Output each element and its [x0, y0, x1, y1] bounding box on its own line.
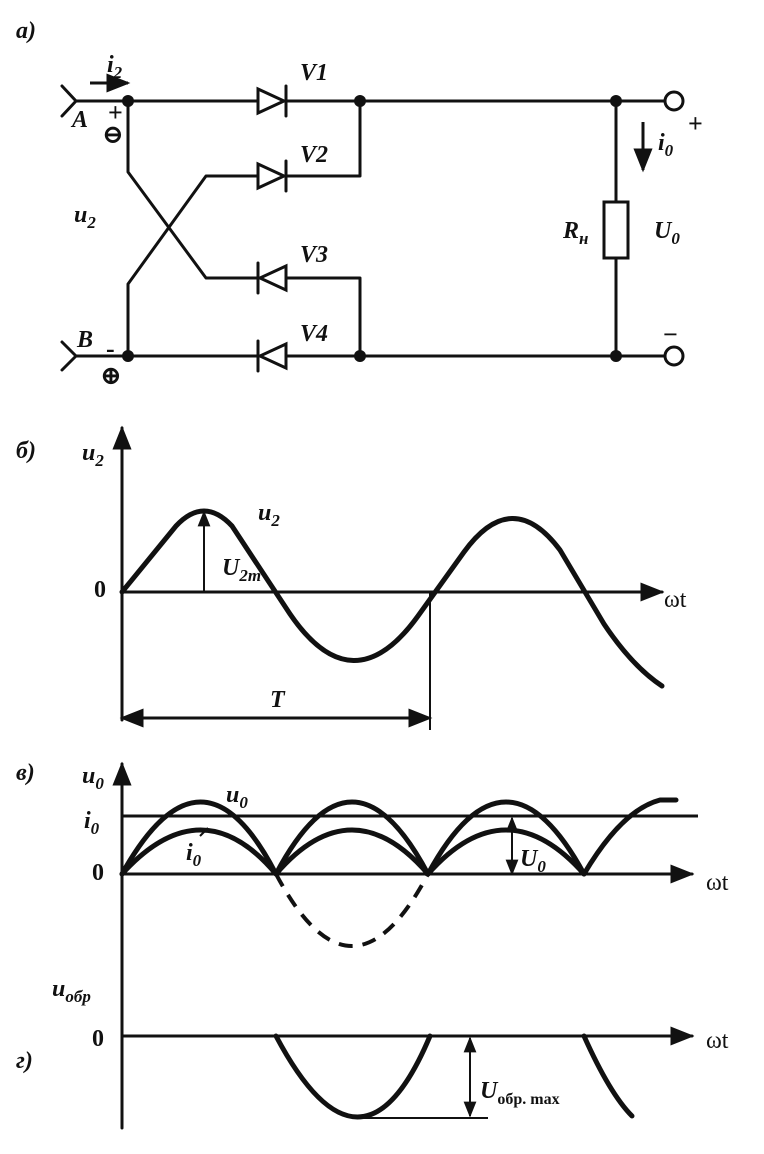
axis-label-wt-c: ωt [706, 870, 729, 896]
label-node-a-plus: + [108, 98, 123, 127]
wire-cross-b-to-v2 [126, 174, 260, 358]
part-label-b: б) [16, 438, 36, 464]
graph-reverse-voltage: г) 0 ωt Uобр. max [16, 1026, 729, 1120]
curve-reverse-voltage [273, 1033, 635, 1120]
label-i2: i2 [107, 52, 123, 82]
label-rn: Rн [562, 218, 588, 248]
label-u0-mean: U0 [520, 846, 546, 876]
label-curve-i0: i0 [186, 840, 202, 870]
label-curve-u2: u2 [258, 500, 280, 530]
diode-v4 [256, 339, 288, 373]
label-terminal-plus: + [688, 109, 703, 138]
label-u2m: U2m [222, 555, 261, 585]
label-period: T [270, 687, 286, 713]
label-node-b-plus: ⊕ [100, 361, 122, 390]
label-node-a: A [70, 107, 88, 133]
axis-label-wt-d: ωt [706, 1028, 729, 1054]
label-u0-output: U0 [654, 218, 680, 248]
pointer-i0 [199, 827, 209, 837]
output-terminal-minus [663, 345, 685, 367]
label-terminal-minus: − [663, 320, 678, 349]
label-v1: V1 [300, 60, 328, 86]
part-label-c: в) [16, 760, 35, 786]
graph-u2: б) u2 0 ωt U2m u2 T [16, 425, 687, 730]
axis-label-u0: u0 [82, 763, 104, 793]
label-u-obr: uобр [52, 976, 91, 1006]
wire-cross-a-to-v3 [126, 99, 260, 280]
curve-negative-half [274, 873, 430, 948]
curve-u0 [119, 797, 679, 877]
part-label-d: г) [16, 1048, 33, 1074]
junction-minus [354, 350, 366, 362]
label-v2: V2 [300, 142, 328, 168]
junction-b [122, 350, 134, 362]
graph-u0-i0: в) u0 i0 0 ωt U0 u0 i0 uобр [16, 760, 729, 1130]
part-label-a: а) [16, 18, 36, 44]
label-u2: u2 [74, 202, 96, 232]
zero-label-b: 0 [94, 577, 106, 603]
axis-label-i0: i0 [84, 808, 100, 838]
label-v3: V3 [300, 242, 328, 268]
label-node-a-minus: ⊖ [102, 120, 124, 149]
load-resistor [602, 200, 630, 260]
diode-v3 [256, 261, 288, 295]
axis-label-u2: u2 [82, 440, 104, 470]
zero-label-c: 0 [92, 860, 104, 886]
input-terminal-b [60, 340, 78, 372]
label-node-b-minus: - [106, 334, 115, 363]
diode-v2 [256, 159, 288, 193]
output-terminal-plus [663, 90, 685, 112]
label-i0: i0 [658, 130, 674, 160]
circuit-diagram: а) [16, 18, 703, 390]
label-v4: V4 [300, 321, 328, 347]
wire-v2-to-plus [284, 99, 362, 178]
junction-plus [354, 95, 366, 107]
wire-v3-to-minus [284, 276, 362, 358]
label-node-b: B [76, 327, 93, 353]
label-curve-u0: u0 [226, 782, 248, 812]
diode-v1 [256, 84, 288, 118]
zero-label-d: 0 [92, 1026, 104, 1052]
axis-label-wt-b: ωt [664, 587, 687, 613]
label-u-obr-max: Uобр. max [480, 1078, 560, 1108]
curve-u2 [119, 508, 665, 689]
junction-a [122, 95, 134, 107]
